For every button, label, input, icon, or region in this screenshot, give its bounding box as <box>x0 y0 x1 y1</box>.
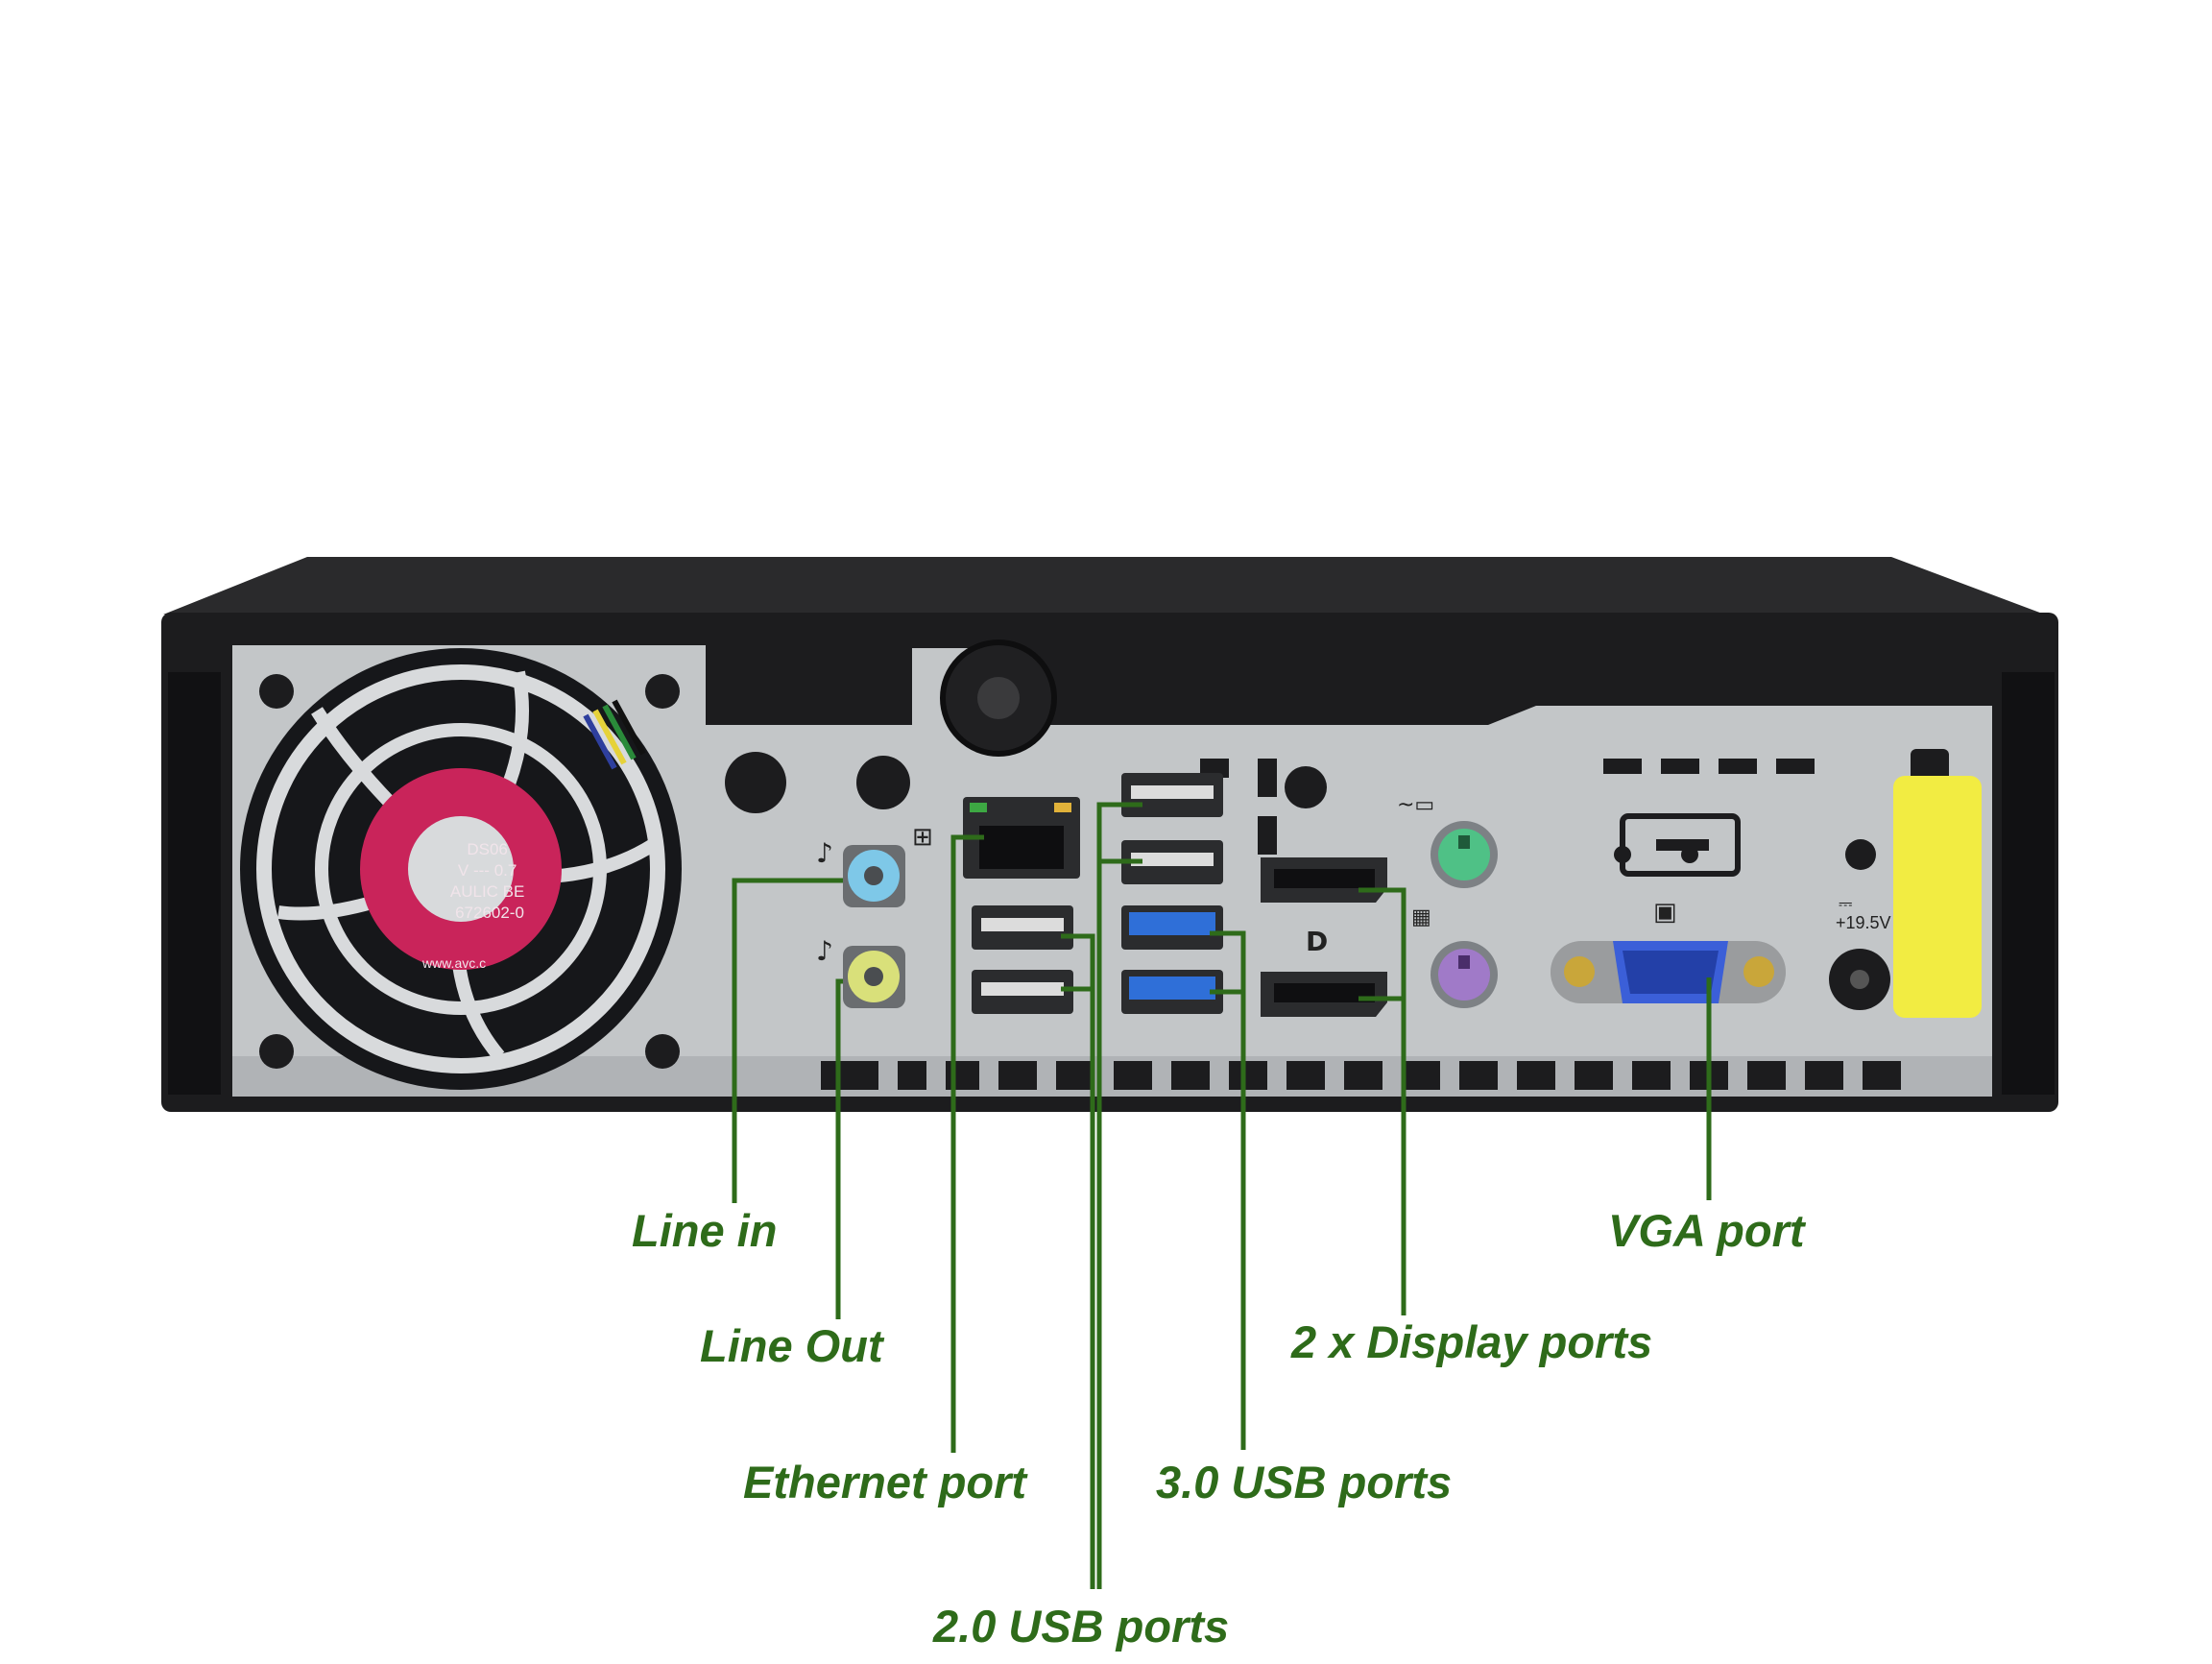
chassis-right-rail <box>2002 672 2055 1095</box>
vga-standoff-left-icon <box>1564 956 1595 987</box>
fan-screws <box>259 674 680 1069</box>
display-port-2-socket <box>1274 983 1375 1002</box>
vga-port-label: VGA port <box>1608 1205 1805 1256</box>
fan-url-text: www.avc.c <box>421 955 486 971</box>
usb3-port-1-tongue <box>1129 912 1215 935</box>
leader-line-display <box>1358 887 1407 1315</box>
chassis-top-lip <box>163 557 2045 615</box>
network-icon: ⊞ <box>912 823 933 852</box>
yellow-tab <box>1893 776 1982 1018</box>
usb3-port-2-tongue <box>1129 977 1215 1000</box>
line-in-jack-hole <box>864 866 883 885</box>
leader-line-line-out <box>835 978 843 1319</box>
line-in-icon: ♪ <box>816 837 833 869</box>
usb3-ports-label: 3.0 USB ports <box>1156 1457 1453 1507</box>
usb2-port-3-tongue <box>1131 785 1214 799</box>
panel-bottom-slots <box>821 1061 1901 1090</box>
ps2-ports: ~▭ ▦ <box>1397 793 1498 1008</box>
leader-line-usb2 <box>1061 933 1095 1589</box>
line-out-label: Line Out <box>700 1320 883 1371</box>
leader-lines <box>732 802 1712 1589</box>
fan-sticker-line-1: DS06 <box>467 840 508 858</box>
usb3-ports <box>1121 905 1223 1014</box>
displayport-icon: D <box>1306 926 1328 957</box>
ps2-mouse-port <box>1438 829 1490 880</box>
keyboard-icon: ▦ <box>1411 905 1431 929</box>
display-ports: D <box>1261 857 1387 1017</box>
leader-line-ethernet <box>950 834 984 1453</box>
usb2-port-2-tongue <box>981 982 1064 996</box>
leader-line-line-in <box>732 878 843 1203</box>
fan-screw-icon <box>645 1034 680 1069</box>
fan-hub-center <box>408 816 514 922</box>
fan-sticker-text: DS06 V --- 0.7 AULIC BE 672602-0 <box>450 840 529 922</box>
dc-power-icon: ⎓ <box>1839 894 1852 914</box>
usb2-ports-label: 2.0 USB ports <box>933 1601 1230 1652</box>
ethernet-port: ⊞ <box>912 797 1080 879</box>
power-rating-text: +19.5V <box>1836 913 1891 932</box>
mouse-icon: ~▭ <box>1397 793 1434 817</box>
power-input: +19.5V ⎓ <box>1829 894 1891 1010</box>
fan-sticker-line-4: 672602-0 <box>455 904 524 922</box>
vga-standoff-right-icon <box>1743 956 1774 987</box>
ethernet-port-label: Ethernet port <box>743 1457 1027 1507</box>
ps2-mouse-key <box>1458 835 1470 849</box>
leader-line-usb3 <box>1210 930 1246 1450</box>
display-port-1-socket <box>1274 869 1375 888</box>
ethernet-socket <box>979 826 1064 869</box>
usb2-port-4-tongue <box>1131 853 1214 866</box>
power-jack-center <box>1850 970 1869 989</box>
ethernet-led-right <box>1054 803 1071 812</box>
fan-sticker-line-2: V --- 0.7 <box>458 861 517 880</box>
line-out-icon: ♪ <box>816 935 833 967</box>
vga-port-group: ▣ <box>1551 898 1786 1003</box>
panel-plate <box>232 645 1992 1097</box>
ps2-keyboard-port <box>1438 949 1490 1001</box>
fan-grill-outer-ring <box>256 664 665 1073</box>
ethernet-led-left <box>970 803 987 812</box>
fan-screw-icon <box>645 674 680 709</box>
fan-wires <box>583 699 646 770</box>
leader-line-usb2-c <box>1096 802 1142 1589</box>
fan-screw-icon <box>259 674 294 709</box>
fan-sticker-line-3: AULIC BE <box>450 882 524 901</box>
ps2-keyboard-key <box>1458 955 1470 969</box>
usb2-port-1-tongue <box>981 918 1064 931</box>
line-in-label: Line in <box>632 1205 778 1256</box>
fan-screw-icon <box>259 1034 294 1069</box>
display-ports-label: 2 x Display ports <box>1291 1316 1653 1367</box>
usb2-ports <box>972 773 1223 1014</box>
thumbscrew-center <box>977 677 1020 719</box>
chassis-left-rail <box>168 672 221 1095</box>
monitor-icon: ▣ <box>1653 898 1677 927</box>
line-out-jack-hole <box>864 967 883 986</box>
vga-socket <box>1623 951 1719 994</box>
metal-panel: DS06 V --- 0.7 AULIC BE 672602-0 www.avc… <box>232 639 1992 1097</box>
audio-jacks: ♪ ♪ <box>816 837 905 1008</box>
